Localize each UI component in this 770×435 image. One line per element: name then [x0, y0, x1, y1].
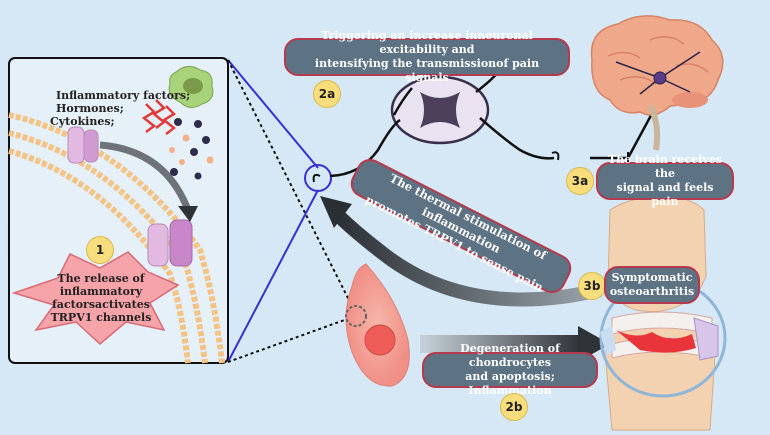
- trpv1-channel-open-icon: [147, 219, 193, 267]
- factor-label-cytokines: Cytokines;: [50, 115, 115, 128]
- factor-label-hormones: Hormones;: [56, 102, 124, 115]
- step1-text: The release of inflammatory factorsactiv…: [50, 272, 152, 324]
- nerve-ending-circle: [304, 164, 332, 192]
- step2b-callout: Degeneration of chondrocytes and apoptos…: [422, 342, 598, 397]
- zoom-line-blue-bottom: [227, 189, 319, 363]
- step2a-callout: Triggering an increase inneuronal excita…: [284, 29, 570, 84]
- step3b-callout: Symptomatic osteoarthritis: [604, 266, 700, 304]
- chondrocyte-cell-icon: [345, 263, 410, 387]
- activation-arrowhead: [178, 206, 198, 222]
- chondrocyte-zoom-circle: [345, 305, 367, 327]
- step-marker-3a: 3a: [566, 167, 594, 195]
- pain-sense-arrow: [329, 207, 602, 307]
- inflammatory-particles: [169, 118, 214, 180]
- nerve-fiber-efferent: [479, 117, 555, 160]
- spinal-cord-icon: [390, 75, 490, 145]
- step-marker-2b: 2b: [500, 393, 528, 421]
- release-star: [11, 251, 180, 345]
- lightning-icon: [141, 99, 177, 135]
- step3a-callout: The brain receives the signal and feels …: [596, 153, 734, 208]
- zoom-line-blue-top: [227, 59, 319, 169]
- immune-cell-icon: [168, 66, 214, 108]
- pain-sense-arrowhead: [320, 196, 352, 228]
- nerve-synapse-hook: [551, 151, 560, 161]
- nerve-ending-hook: [312, 173, 321, 183]
- zoom-line-dotted-top: [227, 59, 356, 313]
- step-marker-1: 1: [86, 236, 114, 264]
- step-marker-2a: 2a: [313, 80, 341, 108]
- activation-arrow: [99, 141, 192, 212]
- trpv1-channel-closed-icon: [67, 126, 99, 164]
- nerve-fiber-left: [392, 87, 413, 116]
- zoom-line-dotted-bottom: [227, 317, 351, 363]
- brain-icon: [590, 15, 724, 151]
- nerve-fiber-afferent: [329, 118, 401, 178]
- step-marker-3b: 3b: [578, 272, 606, 300]
- factor-label-inflammatory: Inflammatory factors;: [56, 89, 191, 102]
